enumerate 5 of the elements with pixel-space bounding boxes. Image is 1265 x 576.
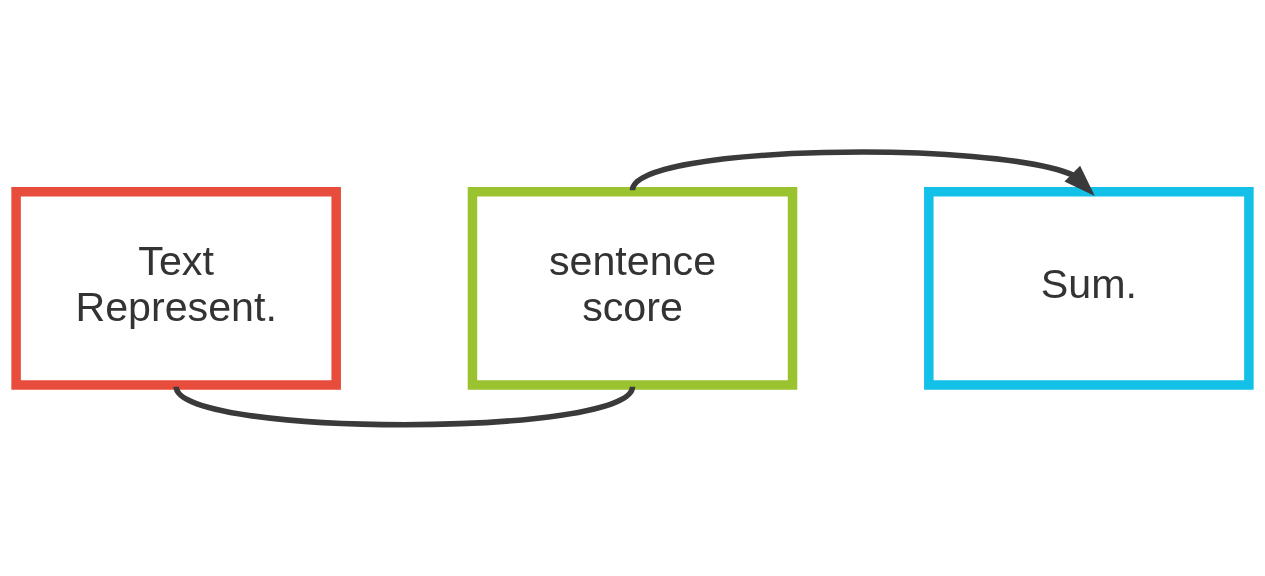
arrow [630, 149, 1095, 197]
node-box: Sum. [924, 186, 1254, 390]
node-box: sentence score [467, 186, 798, 390]
connector [173, 384, 635, 428]
node-box: Text Represent. [11, 186, 341, 390]
